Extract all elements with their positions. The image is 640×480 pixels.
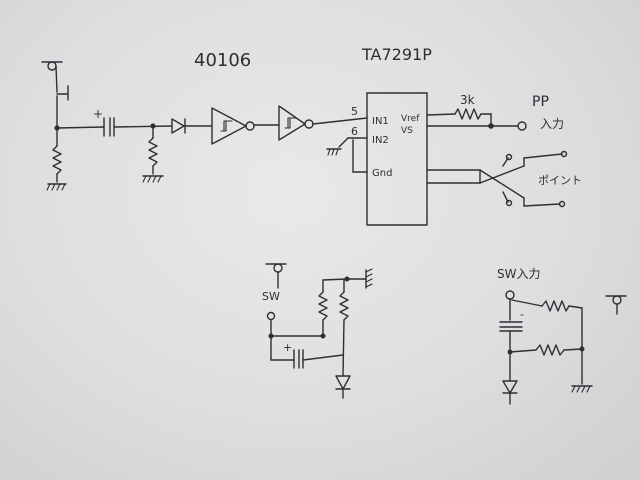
capacitor-plus-label: + xyxy=(93,107,103,121)
pin-in1-label: IN1 xyxy=(372,116,389,127)
pin-gnd-label: Gnd xyxy=(372,168,392,179)
wire xyxy=(302,354,344,361)
sw-ground xyxy=(346,268,373,289)
junction-dot xyxy=(268,333,274,339)
sw-input-terminal xyxy=(505,290,515,300)
wire-in2 xyxy=(338,137,349,148)
diode-top xyxy=(171,118,186,134)
pin6-label: 6 xyxy=(351,125,358,138)
coupling-capacitor xyxy=(103,117,115,137)
sw-label: SW xyxy=(262,290,280,303)
driver-ic-label: TA7291P xyxy=(361,45,432,64)
pulldown-resistor-mid xyxy=(142,125,164,183)
sw-input-ground xyxy=(571,385,593,393)
sw-input-resistor-bottom xyxy=(535,344,565,356)
wire xyxy=(563,348,583,351)
driver-ic-box xyxy=(366,92,428,226)
sw-terminal xyxy=(266,311,276,321)
sw-input-terminal-right xyxy=(605,295,627,315)
sw-capacitor xyxy=(293,349,304,369)
junction-dot xyxy=(579,346,585,352)
pp-label: PP xyxy=(532,94,549,110)
wire xyxy=(56,126,105,129)
wire xyxy=(113,125,173,128)
input-switch xyxy=(41,61,69,129)
wire xyxy=(568,305,583,309)
wire-to-in1 xyxy=(312,117,368,125)
wire xyxy=(511,299,543,307)
junction-dot xyxy=(320,333,326,339)
sw-input-capacitor xyxy=(499,321,523,332)
pin-in2-label: IN2 xyxy=(372,135,389,146)
wire xyxy=(509,349,537,353)
sw-input-diode xyxy=(502,380,518,405)
sw-input-label: SW入力 xyxy=(497,267,540,281)
sw-diode xyxy=(335,375,351,399)
sw-input-cap-minus-label: - xyxy=(520,308,524,321)
output-point-switch xyxy=(426,150,568,208)
pp-terminal xyxy=(517,121,527,131)
inverter-ic-label: 40106 xyxy=(194,50,251,71)
sw-resistor-pair xyxy=(318,278,349,377)
sw-input-resistor-top xyxy=(541,300,570,312)
pp-input-label: 入力 xyxy=(540,117,564,131)
pin-vref-label: Vref xyxy=(401,114,420,124)
pin-vs-label: VS xyxy=(401,126,413,136)
ground-in2 xyxy=(326,148,342,156)
resistor-3k xyxy=(454,108,482,120)
schmitt-inverter-1 xyxy=(211,107,255,145)
schmitt-inverter-2 xyxy=(278,105,314,141)
sw-antenna xyxy=(265,263,287,289)
pulldown-resistor-left xyxy=(46,127,67,191)
resistor-value-label: 3k xyxy=(460,93,475,107)
sw-cap-plus-label: + xyxy=(283,341,292,354)
wire-vref xyxy=(426,113,456,116)
pin5-label: 5 xyxy=(351,105,358,118)
junction-dot xyxy=(488,123,494,129)
point-label: ポイント xyxy=(538,174,582,187)
